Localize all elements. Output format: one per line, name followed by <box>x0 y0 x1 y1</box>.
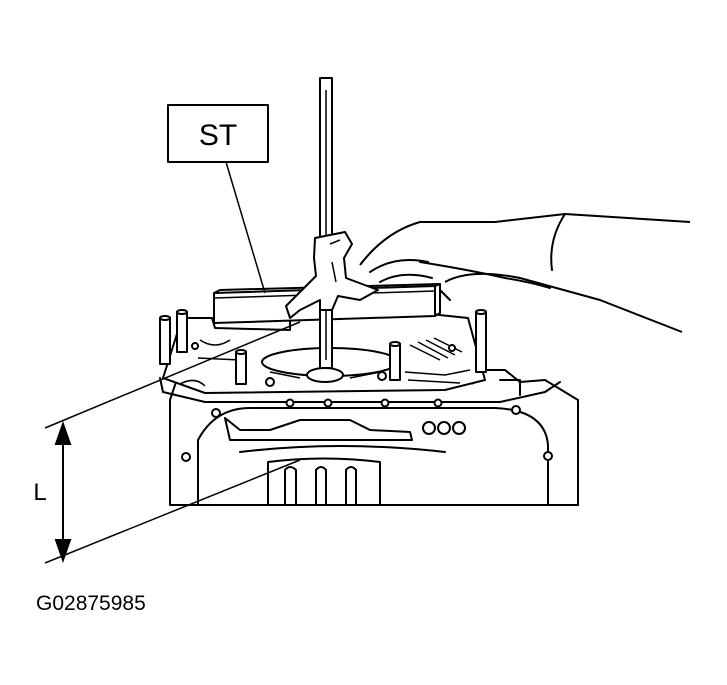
guide-pins <box>159 309 487 385</box>
st-label-box <box>167 104 269 163</box>
dimension-label: L <box>33 479 46 506</box>
depth-gauge <box>285 77 379 369</box>
dimension-l: L <box>33 321 301 564</box>
arrow-up-icon <box>54 420 72 445</box>
st-label: ST <box>199 119 237 152</box>
st-leader-line <box>225 161 266 294</box>
st-callout: ST <box>167 104 269 294</box>
hand <box>359 213 691 333</box>
figure-id: G02875985 <box>36 592 146 615</box>
dimension-extension-bottom <box>44 459 301 564</box>
arrow-down-icon <box>54 539 72 564</box>
dimension-extension-top <box>44 321 301 429</box>
clutch-drum <box>224 417 446 506</box>
